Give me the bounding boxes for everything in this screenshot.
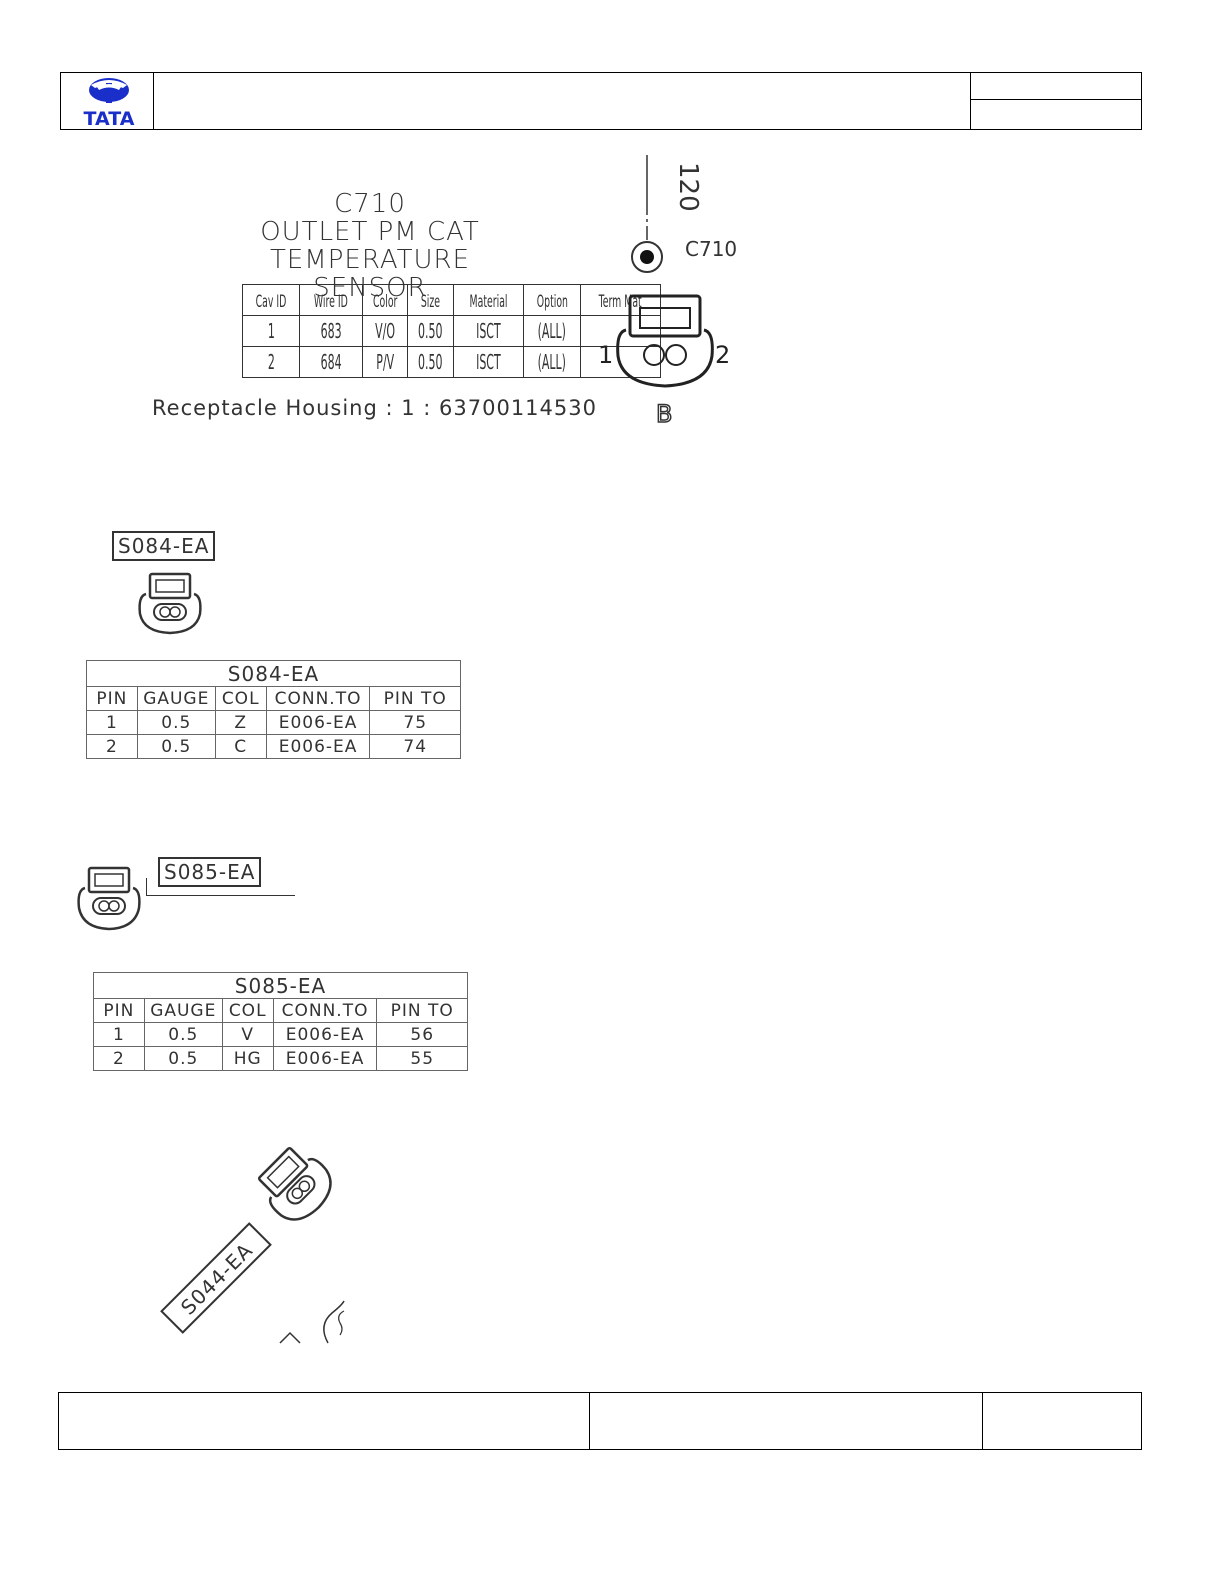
table-cell: C: [214, 734, 267, 759]
table-title: S085-EA: [93, 972, 468, 999]
table-cell: 0.5: [143, 1046, 223, 1071]
table-cell: 74: [369, 734, 461, 759]
table-cell: 0.50: [418, 319, 443, 343]
s044-drawing: S044-EA: [160, 1146, 345, 1344]
wire-label: 120: [673, 162, 703, 212]
table-cell: 2: [93, 1046, 145, 1071]
c710-title-line2: OUTLET PM CAT: [260, 217, 480, 247]
pin-label-left: 1: [598, 341, 613, 369]
receptacle-housing-text: Receptacle Housing : 1 : 63700114530: [152, 396, 597, 420]
table-cell: HG: [221, 1046, 274, 1071]
c710-connector-drawing: 120 C710 1 2 B: [598, 155, 737, 429]
table-cell: 55: [376, 1046, 468, 1071]
s085-leader-line: [146, 878, 295, 896]
header-cell: GAUGE: [136, 686, 216, 711]
pin-label-right: 2: [715, 341, 730, 369]
table-cell: P/V: [375, 350, 394, 374]
header-cell: CONN.TO: [272, 998, 378, 1023]
header-right-cell: [970, 73, 1141, 129]
table-row: 1 0.5 Z E006-EA 75: [86, 710, 461, 735]
table-row: 1 683 V/O 0.50 ISCT (ALL): [242, 315, 661, 347]
table-cell: 1: [267, 319, 275, 343]
s084-connector-icon: [138, 572, 202, 635]
header-cell: PIN: [93, 998, 145, 1023]
table-cell: V: [221, 1022, 274, 1047]
table-header-row: PIN GAUGE COL CONN.TO PIN TO: [86, 686, 461, 711]
table-cell: 0.5: [136, 734, 216, 759]
s085-label: S085-EA: [158, 857, 262, 887]
table-cell: 2: [86, 734, 138, 759]
document-header: TATA: [60, 72, 1142, 130]
table-cell: 75: [369, 710, 461, 735]
table-cell: 2: [267, 350, 275, 374]
s084-label: S084-EA: [112, 531, 216, 561]
table-row: 2 684 P/V 0.50 ISCT (ALL): [242, 346, 661, 378]
table-cell: 683: [320, 319, 342, 343]
table-cell: E006-EA: [272, 1022, 378, 1047]
s085-connector-icon: [77, 866, 141, 931]
tata-logo: TATA: [84, 78, 135, 130]
header-cell: Size: [420, 292, 440, 312]
header-cell: COL: [214, 686, 267, 711]
logo-cell: TATA: [61, 73, 154, 130]
logo-text: TATA: [84, 108, 135, 129]
table-title: S084-EA: [86, 660, 461, 687]
table-cell: (ALL): [537, 319, 567, 343]
table-cell: 0.5: [136, 710, 216, 735]
header-cell: Color: [372, 292, 398, 312]
table-cell: ISCT: [475, 319, 501, 343]
table-cell: 0.50: [418, 350, 443, 374]
table-cell: 56: [376, 1022, 468, 1047]
table-cell: (ALL): [537, 350, 567, 374]
document-footer: [58, 1392, 1142, 1450]
header-cell: COL: [221, 998, 274, 1023]
header-cell: Cav ID: [255, 292, 287, 312]
header-cell: CONN.TO: [265, 686, 371, 711]
c710-cavity-table: Cav ID Wire ID Color Size Material Optio…: [242, 284, 661, 378]
table-cell: 1: [93, 1022, 145, 1047]
header-cell: Wire ID: [313, 292, 348, 312]
table-cell: V/O: [374, 319, 395, 343]
table-cell: 0.5: [143, 1022, 223, 1047]
table-cell: E006-EA: [272, 1046, 378, 1071]
c710-title-line1: C710: [334, 189, 406, 219]
header-cell: PIN TO: [376, 998, 468, 1023]
table-row: 1 0.5 V E006-EA 56: [93, 1022, 468, 1047]
header-cell: GAUGE: [143, 998, 223, 1023]
table-cell: 1: [86, 710, 138, 735]
table-cell: Z: [214, 710, 267, 735]
s085-pin-table: S085-EA PIN GAUGE COL CONN.TO PIN TO 1 0…: [93, 972, 468, 1071]
s044-label: S044-EA: [176, 1238, 258, 1320]
table-row: 2 0.5 C E006-EA 74: [86, 734, 461, 759]
view-label: B: [656, 400, 672, 428]
s084-pin-table: S084-EA PIN GAUGE COL CONN.TO PIN TO 1 0…: [86, 660, 461, 759]
header-cell: Material: [469, 292, 508, 312]
header-cell: Option: [536, 292, 568, 312]
table-header-row: PIN GAUGE COL CONN.TO PIN TO: [93, 998, 468, 1023]
table-cell: E006-EA: [265, 710, 371, 735]
header-cell: PIN: [86, 686, 138, 711]
table-cell: 684: [320, 350, 342, 374]
table-cell: ISCT: [475, 350, 501, 374]
table-cell: E006-EA: [265, 734, 371, 759]
header-cell: PIN TO: [369, 686, 461, 711]
c710-ref-label: C710: [685, 237, 737, 261]
table-row: 2 0.5 HG E006-EA 55: [93, 1046, 468, 1071]
